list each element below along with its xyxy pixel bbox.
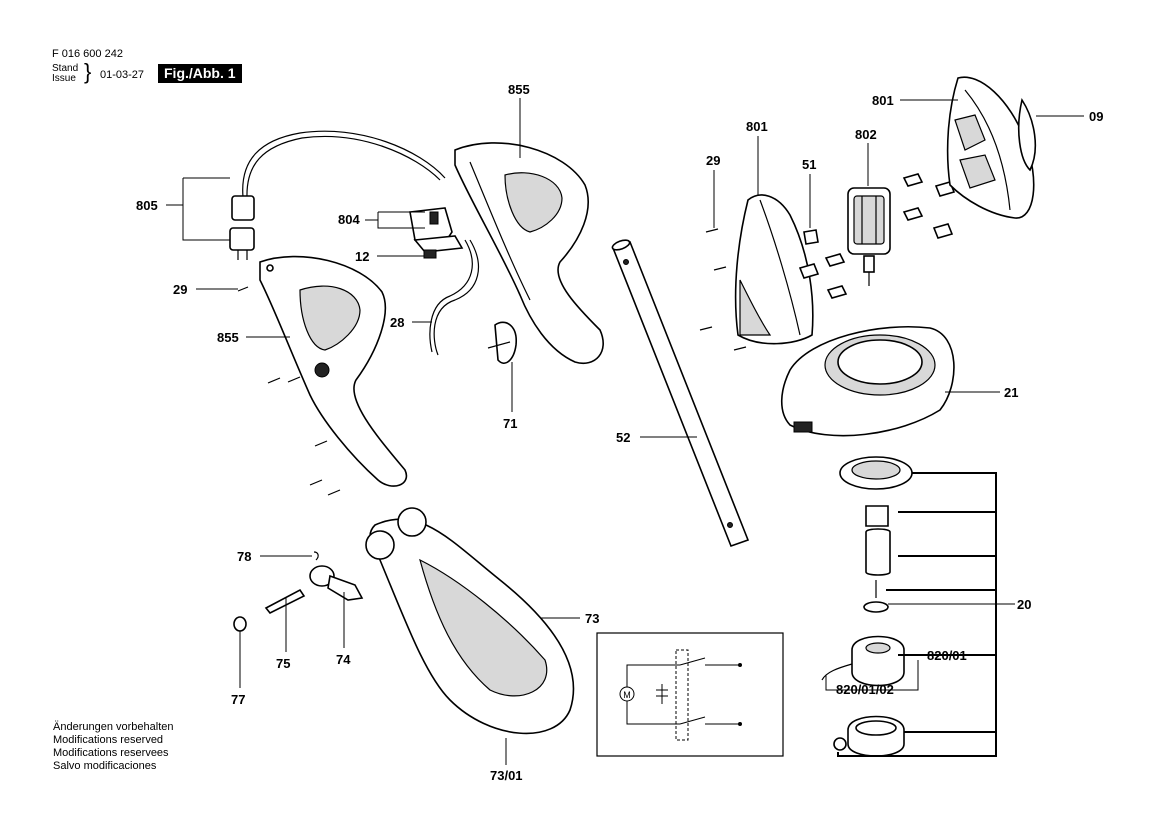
motor-dampers [798,173,956,299]
part-75-pin [264,588,306,615]
brace-glyph: } [84,59,92,84]
part-802-motor [847,187,891,286]
part-28-wires [433,239,479,356]
stand-issue-labels: Stand Issue [52,64,78,84]
part-805-cable [229,130,446,260]
part-71-trigger [487,321,517,364]
notice-en: Modifications reserved [53,734,164,746]
issue-label: Issue [52,73,76,84]
leader-804 [365,211,425,229]
label-74: 74 [336,652,351,667]
part-78-spring [313,551,319,561]
issue-date: 01-03-27 [100,69,145,81]
part-20-spool-assembly [821,456,913,757]
part-855-right-handle [454,142,604,365]
figure-label: Fig./Abb. 1 [158,64,242,83]
part-855-left-handle [259,255,408,487]
part-801-motor-housing [734,194,814,345]
part-12-clip [423,249,437,259]
label-21: 21 [1004,385,1018,400]
label-801-mid: 801 [746,119,768,134]
stand-label: Stand [52,63,79,74]
part-77-ring [233,616,247,632]
label-855-left: 855 [217,330,239,345]
leader-805 [166,177,230,241]
label-804: 804 [338,212,360,227]
part-09-cover [1017,97,1037,172]
label-28: 28 [390,315,404,330]
part-21-guard [780,325,955,437]
notice-de: Änderungen vorbehalten [53,721,174,733]
notice-fr: Modifications reservees [53,747,169,759]
label-820-01-02: 820/01/02 [836,682,894,697]
label-802: 802 [855,127,877,142]
part-29-screws-left [237,286,341,496]
label-29-left: 29 [173,282,187,297]
part-801-upper-housing [946,76,1035,219]
part-52-tube [611,239,750,548]
label-73-01: 73/01 [490,768,523,783]
part-74-knob [309,565,364,601]
part-51-buffer [803,229,819,245]
part-804-switch [409,207,464,253]
label-73: 73 [585,611,599,626]
wiring-schematic [596,632,784,757]
label-29-right: 29 [706,153,720,168]
label-20: 20 [1017,597,1031,612]
modifications-notice: Änderungen vorbehalten Modifications res… [53,721,173,773]
leader-820-01-02 [825,660,919,691]
part-73-aux-handle [365,507,575,735]
label-77: 77 [231,692,245,707]
label-820-01: 820/01 [927,648,967,663]
motor-symbol: M [623,690,631,700]
document-number: F 016 600 242 [52,48,123,60]
notice-es: Salvo modificaciones [53,760,157,772]
label-71: 71 [503,416,517,431]
label-78: 78 [237,549,251,564]
part-29-screws-right [699,228,747,351]
label-09: 09 [1089,109,1103,124]
label-805: 805 [136,198,158,213]
label-801-top: 801 [872,93,894,108]
bracket-20 [837,472,997,757]
label-52: 52 [616,430,630,445]
label-75: 75 [276,656,290,671]
label-12: 12 [355,249,369,264]
label-51: 51 [802,157,816,172]
label-855-top: 855 [508,82,530,97]
bracket-20-branches [886,511,996,733]
